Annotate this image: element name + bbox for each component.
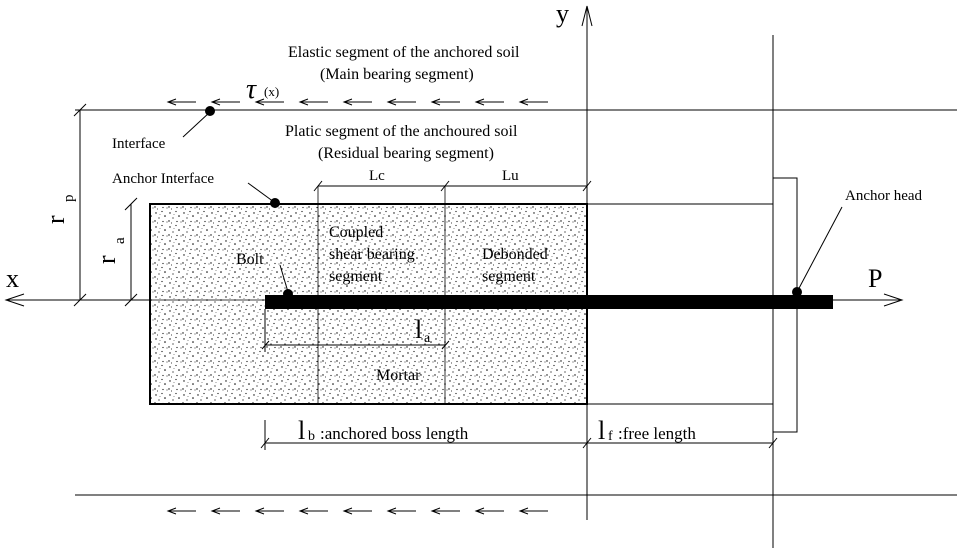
anchor-head-leader	[796, 206, 843, 293]
lb-label-main: l	[298, 416, 305, 445]
coupled-segment-label-2: shear bearing	[329, 246, 415, 263]
load-label: P	[868, 264, 882, 293]
plastic-segment-label: Platic segment of the anchoured soil	[285, 123, 518, 140]
la-label-main: l	[415, 315, 422, 344]
bolt-bar	[265, 295, 833, 309]
coupled-segment-label-3: segment	[329, 268, 383, 285]
lu-label: Lu	[502, 168, 519, 184]
bolt-leader	[279, 264, 289, 293]
lb-label-text: :anchored boss length	[320, 424, 469, 443]
y-axis-arrowhead	[581, 5, 593, 27]
debonded-segment-label-1: Debonded	[482, 246, 548, 263]
lc-label: Lc	[369, 168, 385, 184]
la-label-sub: a	[424, 331, 431, 346]
x-axis-label: x	[6, 264, 19, 293]
interface-leader	[182, 111, 211, 138]
elastic-segment-label: Elastic segment of the anchored soil	[288, 44, 520, 61]
anchor-head-dot	[792, 287, 802, 297]
interface-label: Interface	[112, 136, 166, 152]
mortar-label: Mortar	[376, 367, 421, 384]
rp-label-main: r	[41, 215, 70, 224]
rp-label-sub: p	[61, 195, 77, 203]
coupled-segment-label-1: Coupled	[329, 224, 383, 241]
tau-symbol: τ	[246, 74, 257, 105]
tau-argument: (x)	[264, 84, 279, 99]
elastic-segment-sublabel: (Main bearing segment)	[320, 66, 474, 83]
y-axis-label: y	[556, 0, 569, 28]
ra-label-main: r	[92, 255, 121, 264]
load-arrowhead	[883, 293, 904, 307]
anchor-interface-label: Anchor Interface	[112, 171, 214, 187]
x-axis-arrowhead	[4, 293, 25, 307]
anchor-interface-leader	[247, 182, 275, 203]
debonded-segment-label-2: segment	[482, 268, 536, 285]
ra-label-sub: a	[112, 237, 128, 244]
lb-label-sub: b	[308, 429, 315, 444]
bolt-dot	[283, 289, 293, 299]
anchor-interface-dot	[270, 198, 280, 208]
lf-label-text: :free length	[618, 424, 696, 443]
plastic-segment-sublabel: (Residual bearing segment)	[318, 145, 494, 162]
lf-label-main: l	[598, 416, 605, 445]
anchor-head-label: Anchor head	[845, 188, 923, 204]
lf-label-sub: f	[608, 429, 613, 444]
interface-dot	[205, 106, 215, 116]
shear-arrows-top	[166, 98, 548, 106]
bolt-label: Bolt	[236, 251, 264, 268]
shear-arrows-bottom	[166, 507, 548, 515]
